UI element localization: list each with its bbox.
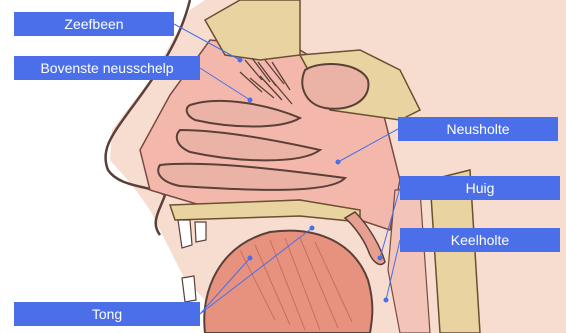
label-tong: Tong	[14, 302, 200, 326]
label-huig: Huig	[400, 176, 560, 200]
leader-dot-neusholte	[336, 160, 340, 164]
sphenoid-sinus	[302, 64, 368, 109]
leader-dot-zeefbeen	[238, 58, 242, 62]
label-zeefbeen: Zeefbeen	[14, 12, 174, 36]
label-neusholte: Neusholte	[398, 117, 558, 141]
label-keelholte: Keelholte	[400, 228, 560, 252]
leader-dot-tong-1	[248, 256, 252, 260]
leader-dot-huig	[378, 256, 382, 260]
leader-dot-bovenste-neusschelp	[248, 98, 252, 102]
label-bovenste-neusschelp: Bovenste neusschelp	[14, 56, 200, 80]
leader-dot-tong-2	[310, 226, 314, 230]
leader-dot-keelholte	[384, 298, 388, 302]
lower-teeth	[182, 276, 196, 302]
